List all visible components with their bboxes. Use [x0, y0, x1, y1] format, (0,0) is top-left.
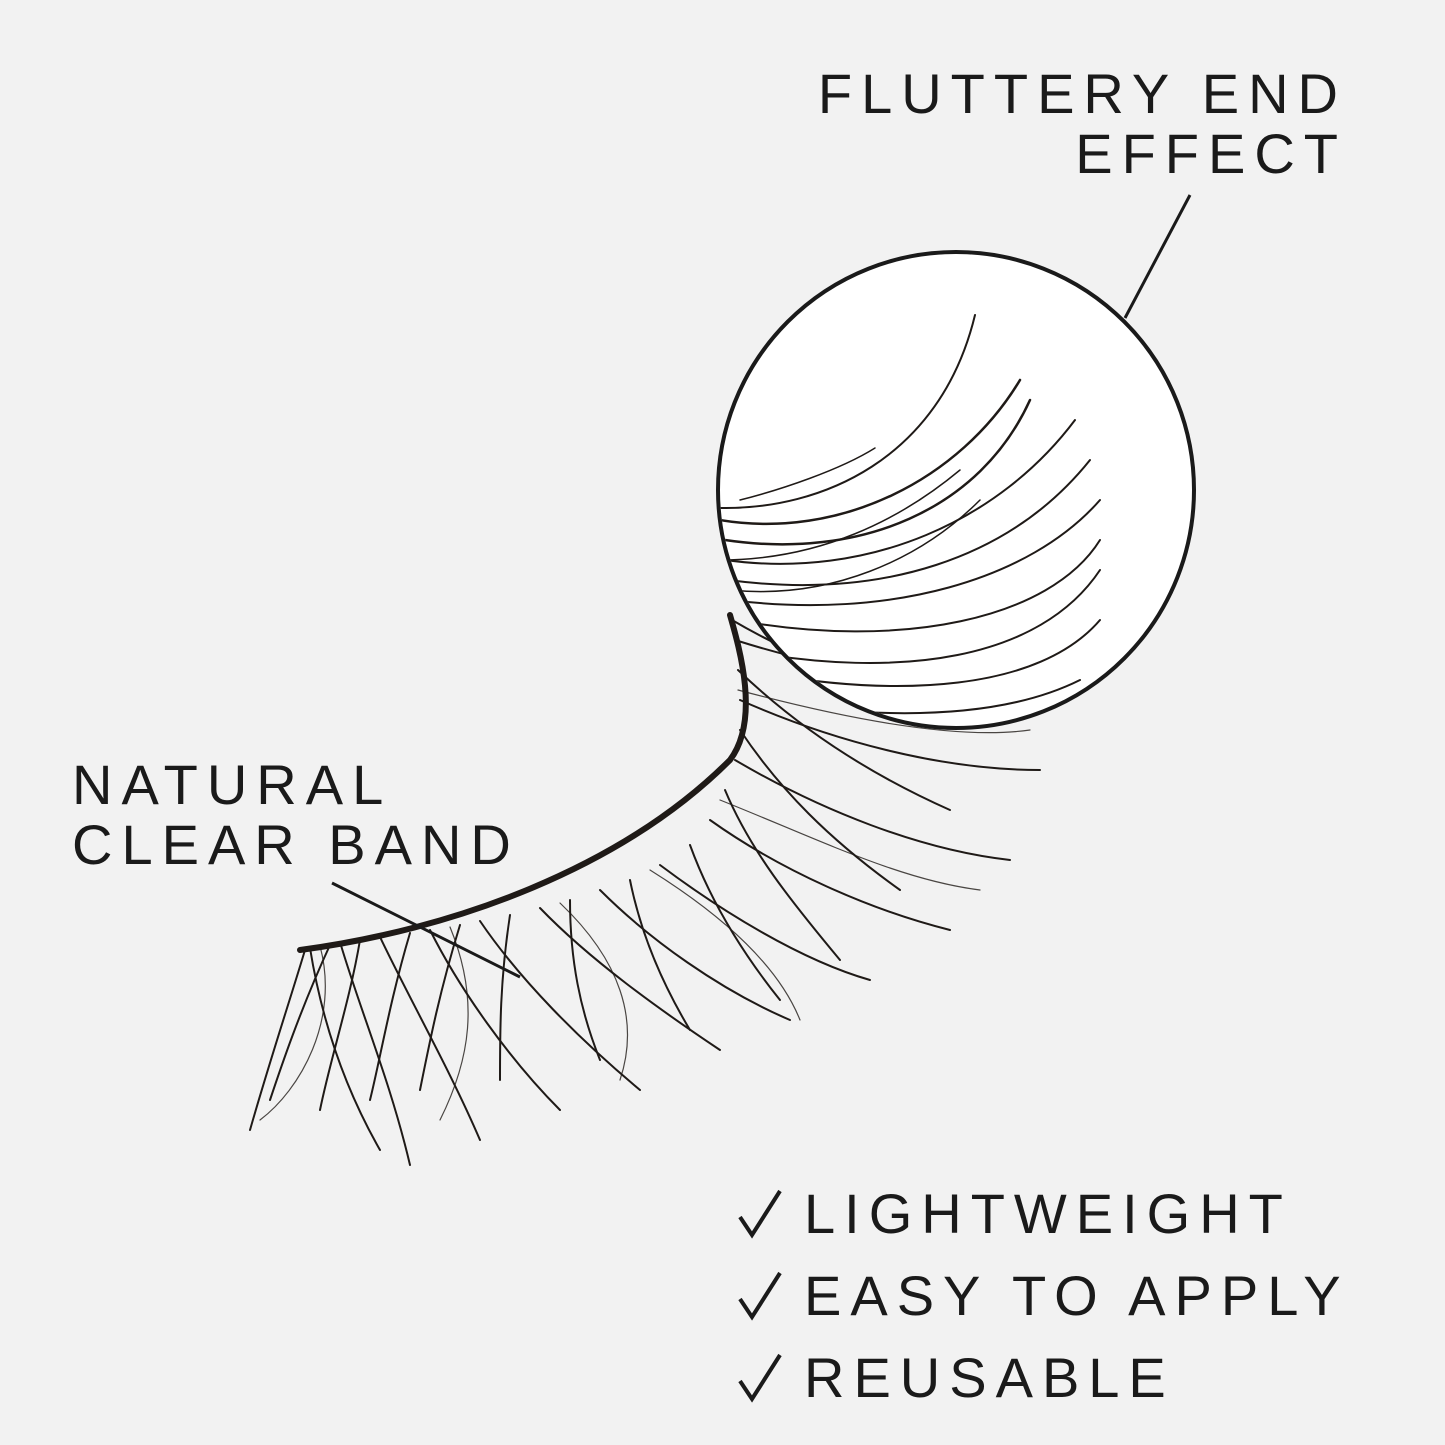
feature-list: LIGHTWEIGHT EASY TO APPLY REUSABLE [736, 1172, 1350, 1418]
callout-natural-line2: CLEAR BAND [72, 813, 520, 876]
checkmark-icon [738, 1271, 782, 1321]
checkmark-icon [738, 1189, 782, 1239]
feature-label: REUSABLE [804, 1345, 1175, 1409]
zoom-detail-circle [716, 250, 1196, 730]
callout-line-natural [331, 881, 521, 979]
callout-fluttery-line2: EFFECT [1075, 122, 1347, 185]
callout-fluttery-line1: FLUTTERY END [817, 62, 1347, 125]
callout-natural-line1: NATURAL [72, 753, 393, 816]
feature-item: LIGHTWEIGHT [736, 1172, 1350, 1254]
feature-label: EASY TO APPLY [804, 1263, 1350, 1327]
checkmark-icon [738, 1353, 782, 1403]
feature-label: LIGHTWEIGHT [804, 1181, 1292, 1245]
callout-fluttery-end-effect: FLUTTERY END EFFECT [818, 66, 1347, 186]
feature-item: REUSABLE [736, 1336, 1350, 1418]
callout-line-fluttery [1123, 194, 1192, 319]
callout-natural-clear-band: NATURAL CLEAR BAND [72, 757, 520, 877]
feature-item: EASY TO APPLY [736, 1254, 1350, 1336]
